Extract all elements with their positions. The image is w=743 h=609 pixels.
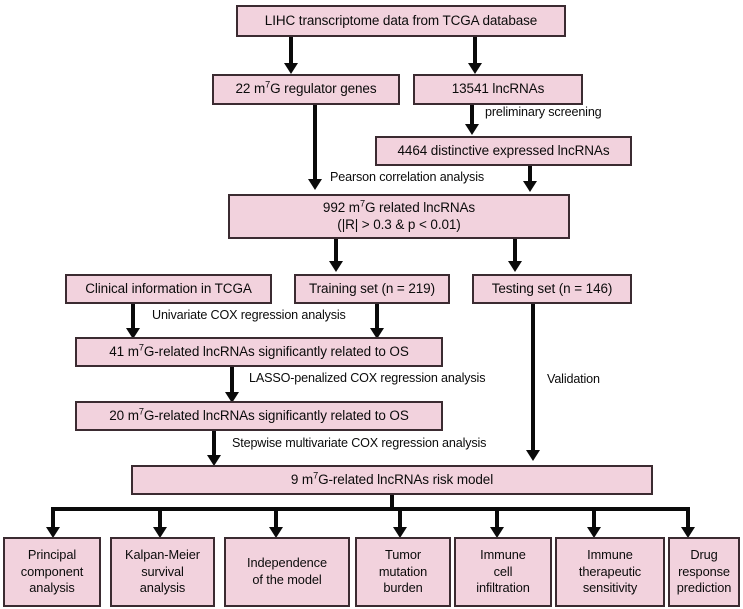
output-line: analysis xyxy=(29,580,75,596)
output-box-kaplan-meier-survival-analysis[interactable]: Kalpan-Meier survival analysis xyxy=(110,537,215,607)
edge-bus-to-output-7-line xyxy=(686,507,690,529)
edge-label-univariate: Univariate COX regression analysis xyxy=(152,308,346,322)
edge-bus-to-output-5-arrow xyxy=(490,527,504,538)
edge-regulators-to-related-line xyxy=(313,105,317,181)
output-box-principal-component-analysis[interactable]: Principal component analysis xyxy=(3,537,101,607)
edge-bus-to-output-7-arrow xyxy=(681,527,695,538)
node-992-line1: 992 m7G related lncRNAs xyxy=(322,198,476,216)
output-line: analysis xyxy=(139,580,186,596)
edge-distinctive-to-related-line xyxy=(528,166,532,183)
output-box-independence-of-the-model[interactable]: Independence of the model xyxy=(224,537,350,607)
edge-related-to-training-line xyxy=(334,239,338,263)
edge-bus-to-output-6-line xyxy=(592,507,596,529)
output-line: sensitivity xyxy=(582,580,638,596)
edge-distinctive-to-related-arrow xyxy=(523,181,537,192)
node-source-label: LIHC transcriptome data from TCGA databa… xyxy=(264,12,538,28)
edge-testing-to-riskmodel-line xyxy=(531,304,535,452)
output-box-immune-cell-infiltration[interactable]: Immune cell infiltration xyxy=(454,537,552,607)
output-line: cell xyxy=(493,563,513,579)
node-distinctive-lncrnas-label: 4464 distinctive expressed lncRNAs xyxy=(397,142,610,158)
output-line: Tumor xyxy=(385,547,421,563)
output-line: of the model xyxy=(252,572,322,587)
edge-bus-to-output-4-arrow xyxy=(393,527,407,538)
distribution-bus xyxy=(51,507,688,511)
edge-bus-to-output-3-arrow xyxy=(269,527,283,538)
output-line: infiltration xyxy=(476,580,530,596)
edge-bus-to-output-4-line xyxy=(398,507,402,529)
node-m7g-regulators[interactable]: 22 m7G regulator genes xyxy=(212,74,400,105)
output-box-tumor-mutation-burden[interactable]: Tumor mutation burden xyxy=(355,537,451,607)
output-line: Principal xyxy=(27,547,77,563)
edge-related-to-testing-arrow xyxy=(508,261,522,272)
output-line: Immune xyxy=(587,547,633,563)
output-line: Drug xyxy=(690,547,718,563)
node-os20[interactable]: 20 m7G-related lncRNAs significantly rel… xyxy=(75,401,443,431)
node-os41[interactable]: 41 m7G-related lncRNAs significantly rel… xyxy=(75,337,443,367)
edge-bus-to-output-6-arrow xyxy=(587,527,601,538)
edge-os41-to-os20-arrow xyxy=(225,392,239,403)
output-line: Immune xyxy=(480,547,526,563)
output-line: response xyxy=(678,563,730,579)
edge-source-to-regulators-line xyxy=(289,37,293,65)
node-source[interactable]: LIHC transcriptome data from TCGA databa… xyxy=(236,5,566,37)
output-line: survival xyxy=(141,563,184,579)
output-line: therapeutic xyxy=(578,563,642,579)
edge-training-to-os41-arrow xyxy=(370,328,384,339)
output-line: burden xyxy=(383,580,423,596)
node-m7g-regulators-label: 22 m7G regulator genes xyxy=(235,79,377,97)
edge-os20-to-riskmodel-line xyxy=(212,431,216,457)
edge-bus-to-output-1-arrow xyxy=(46,527,60,538)
node-992-line2: (|R| > 0.3 & p < 0.01) xyxy=(337,216,461,232)
edge-os20-to-riskmodel-arrow xyxy=(207,455,221,466)
node-clinical-information-label: Clinical information in TCGA xyxy=(85,280,252,296)
edge-related-to-testing-line xyxy=(513,239,517,263)
edge-label-validation: Validation xyxy=(547,372,600,386)
node-training-set-label: Training set (n = 219) xyxy=(309,280,435,296)
edge-label-preliminary-screening: preliminary screening xyxy=(485,105,602,119)
output-line: Kalpan-Meier xyxy=(125,547,200,563)
edge-source-to-lncrnas-arrow xyxy=(468,63,482,74)
edge-riskmodel-to-bus-line xyxy=(390,495,394,511)
output-line: prediction xyxy=(676,580,732,596)
edge-lncrnas-to-distinctive-line xyxy=(470,105,474,127)
node-testing-set[interactable]: Testing set (n = 146) xyxy=(472,274,632,304)
edge-source-to-regulators-arrow xyxy=(284,63,298,74)
node-os20-label: 20 m7G-related lncRNAs significantly rel… xyxy=(109,406,409,423)
node-lncrnas-label: 13541 lncRNAs xyxy=(451,81,545,97)
node-risk-model[interactable]: 9 m7G-related lncRNAs risk model xyxy=(131,465,653,495)
output-box-drug-response-prediction[interactable]: Drug response prediction xyxy=(668,537,740,607)
edge-clinical-to-os41-line xyxy=(131,304,135,330)
edge-bus-to-output-5-line xyxy=(495,507,499,529)
edge-label-stepwise: Stepwise multivariate COX regression ana… xyxy=(232,436,487,450)
node-testing-set-label: Testing set (n = 146) xyxy=(491,280,613,296)
edge-label-pearson: Pearson correlation analysis xyxy=(330,170,485,184)
edge-related-to-training-arrow xyxy=(329,261,343,272)
edge-bus-to-output-1-line xyxy=(51,507,55,529)
edge-training-to-os41-line xyxy=(375,304,379,330)
edge-bus-to-output-2-line xyxy=(158,507,162,529)
edge-clinical-to-os41-arrow xyxy=(126,328,140,339)
node-training-set[interactable]: Training set (n = 219) xyxy=(294,274,450,304)
edge-regulators-to-related-arrow xyxy=(308,179,322,190)
node-992-related-lncrnas[interactable]: 992 m7G related lncRNAs (|R| > 0.3 & p <… xyxy=(228,194,570,239)
edge-bus-to-output-3-line xyxy=(274,507,278,529)
edge-bus-to-output-2-arrow xyxy=(153,527,167,538)
edge-label-lasso: LASSO-penalized COX regression analysis xyxy=(249,371,486,385)
edge-lncrnas-to-distinctive-arrow xyxy=(465,124,479,135)
edge-testing-to-riskmodel-arrow xyxy=(526,450,540,461)
output-box-immune-therapeutic-sensitivity[interactable]: Immune therapeutic sensitivity xyxy=(555,537,665,607)
edge-source-to-lncrnas-line xyxy=(473,37,477,65)
node-os41-label: 41 m7G-related lncRNAs significantly rel… xyxy=(109,342,409,359)
output-line: mutation xyxy=(378,563,428,579)
node-clinical-information[interactable]: Clinical information in TCGA xyxy=(65,274,272,304)
output-line: Independence xyxy=(247,555,327,571)
node-distinctive-lncrnas[interactable]: 4464 distinctive expressed lncRNAs xyxy=(375,136,632,166)
edge-os41-to-os20-line xyxy=(230,367,234,394)
node-lncrnas[interactable]: 13541 lncRNAs xyxy=(413,74,583,105)
output-line: component xyxy=(20,563,84,579)
node-risk-model-label: 9 m7G-related lncRNAs risk model xyxy=(290,470,494,487)
